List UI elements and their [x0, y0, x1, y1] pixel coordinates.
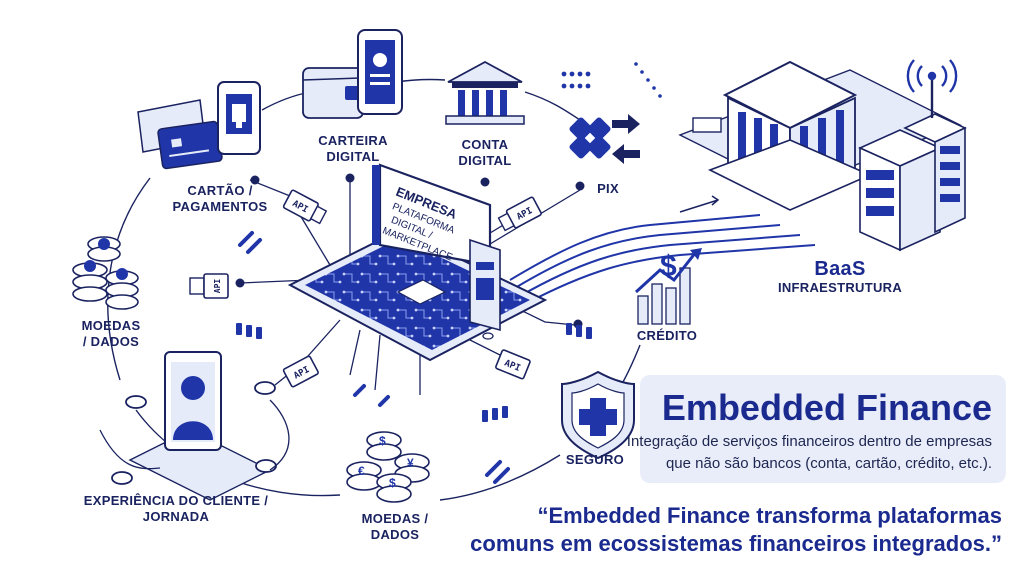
journey-path [99, 399, 290, 471]
quote-line-2: comuns em ecossistemas financeiros integ… [470, 531, 1002, 556]
quote-line-1: “Embedded Finance transforma plataformas [537, 503, 1002, 528]
label-cartao: CARTÃO / PAGAMENTOS [172, 183, 268, 214]
chain-link-icon [238, 231, 510, 484]
smartphone-wallet-icon [357, 29, 403, 115]
transfer-arrows-icon [612, 114, 640, 164]
api-plug-left: API [189, 273, 229, 299]
coins-bottom-icon: $ ¥ € $ [346, 431, 430, 503]
baas-connection-lines [509, 214, 816, 305]
shield-icon [561, 370, 635, 460]
laptop-icon [287, 163, 548, 362]
journey-nodes [111, 381, 277, 485]
panel-title: Embedded Finance [661, 387, 992, 428]
panel-subtitle-line-2: que não são bancos (conta, cartão, crédi… [665, 455, 992, 472]
user-avatar-icon [128, 351, 272, 501]
panel-subtitle-line-1: Integração de serviços financeiros dentr… [626, 433, 992, 450]
coin-dollar-icon: $ [379, 434, 386, 448]
coin-euro-icon: € [358, 464, 365, 478]
api-plug-top-right: API [497, 196, 542, 232]
api-plug-bottom-right: API [495, 349, 531, 380]
label-credito: CRÉDITO [636, 328, 698, 343]
label-carteira: CARTEIRA DIGITAL [318, 133, 388, 164]
api-plug-top-left: API [282, 189, 328, 225]
pix-icon [569, 117, 611, 159]
card-icon [137, 99, 223, 170]
phone-icon [217, 81, 261, 155]
wallet-icon [302, 67, 364, 119]
antenna-icon [906, 59, 958, 118]
label-experiencia: EXPERIÊNCIA DO CLIENTE / JORNADA [83, 493, 269, 524]
embedded-finance-panel: Embedded Finance Integração de serviços … [627, 375, 1006, 483]
connector-dots [235, 173, 585, 329]
label-seguro: SEGURO [565, 452, 625, 467]
coins-icon [72, 236, 139, 310]
bank-icon [445, 60, 525, 125]
label-moedas-bottom: MOEDAS / DADOS [361, 511, 429, 542]
label-pix: PIX [597, 181, 619, 196]
dollar-sign-icon: $ [660, 250, 677, 283]
server-icon [858, 113, 967, 252]
api-label-left: API [213, 279, 222, 294]
label-baas: BaaS INFRAESTRUTURA [777, 258, 903, 295]
coin-yen-icon: ¥ [407, 456, 414, 470]
api-plug-bottom-left: API [282, 355, 319, 388]
baas-arrow-icon [679, 195, 720, 213]
bank-building-icon [678, 60, 962, 211]
coin-dollar-icon-2: $ [389, 476, 396, 490]
label-moedas-left: MOEDAS / DADOS [81, 318, 141, 349]
growth-chart-icon: $ [634, 248, 702, 325]
label-conta: CONTA DIGITAL [458, 137, 512, 168]
data-blocks [236, 62, 662, 422]
